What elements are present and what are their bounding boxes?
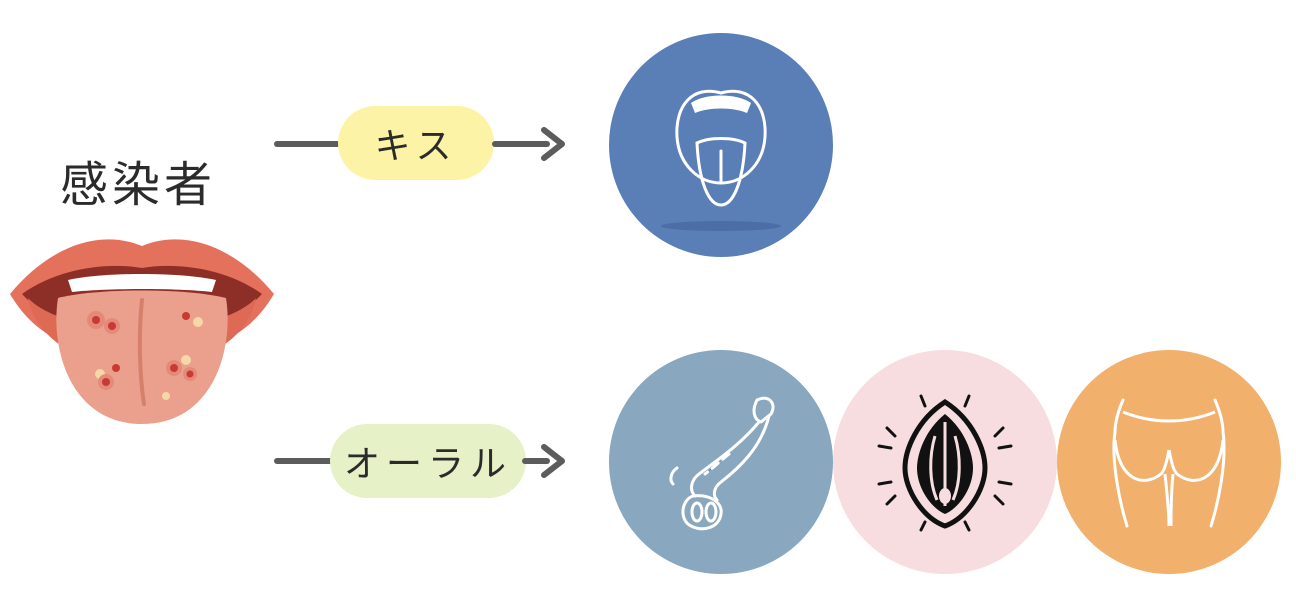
oral-arrowhead-icon bbox=[541, 444, 565, 478]
kiss-arrow-line-left bbox=[274, 141, 340, 147]
oral-label: オーラル bbox=[343, 444, 512, 485]
infected-person-label: 感染者 bbox=[60, 157, 217, 213]
buttocks-circle bbox=[1057, 350, 1281, 574]
buttocks-icon bbox=[1112, 398, 1226, 528]
mouth-icon bbox=[661, 89, 781, 231]
kiss-label-pill: キス bbox=[338, 106, 494, 180]
vulva-icon bbox=[877, 394, 1013, 532]
kiss-arrowhead-icon bbox=[541, 127, 565, 161]
vulva-circle bbox=[833, 350, 1057, 574]
penis-icon bbox=[669, 396, 775, 531]
infected-mouth-icon bbox=[10, 239, 274, 424]
oral-arrow-line-right bbox=[522, 458, 550, 464]
oral-arrow-line-left bbox=[274, 458, 334, 464]
penis-circle bbox=[609, 350, 833, 574]
kiss-label: キス bbox=[374, 126, 458, 167]
oral-label-pill: オーラル bbox=[330, 424, 526, 498]
mouth-circle bbox=[609, 33, 833, 257]
kiss-arrow-line-right bbox=[492, 141, 550, 147]
